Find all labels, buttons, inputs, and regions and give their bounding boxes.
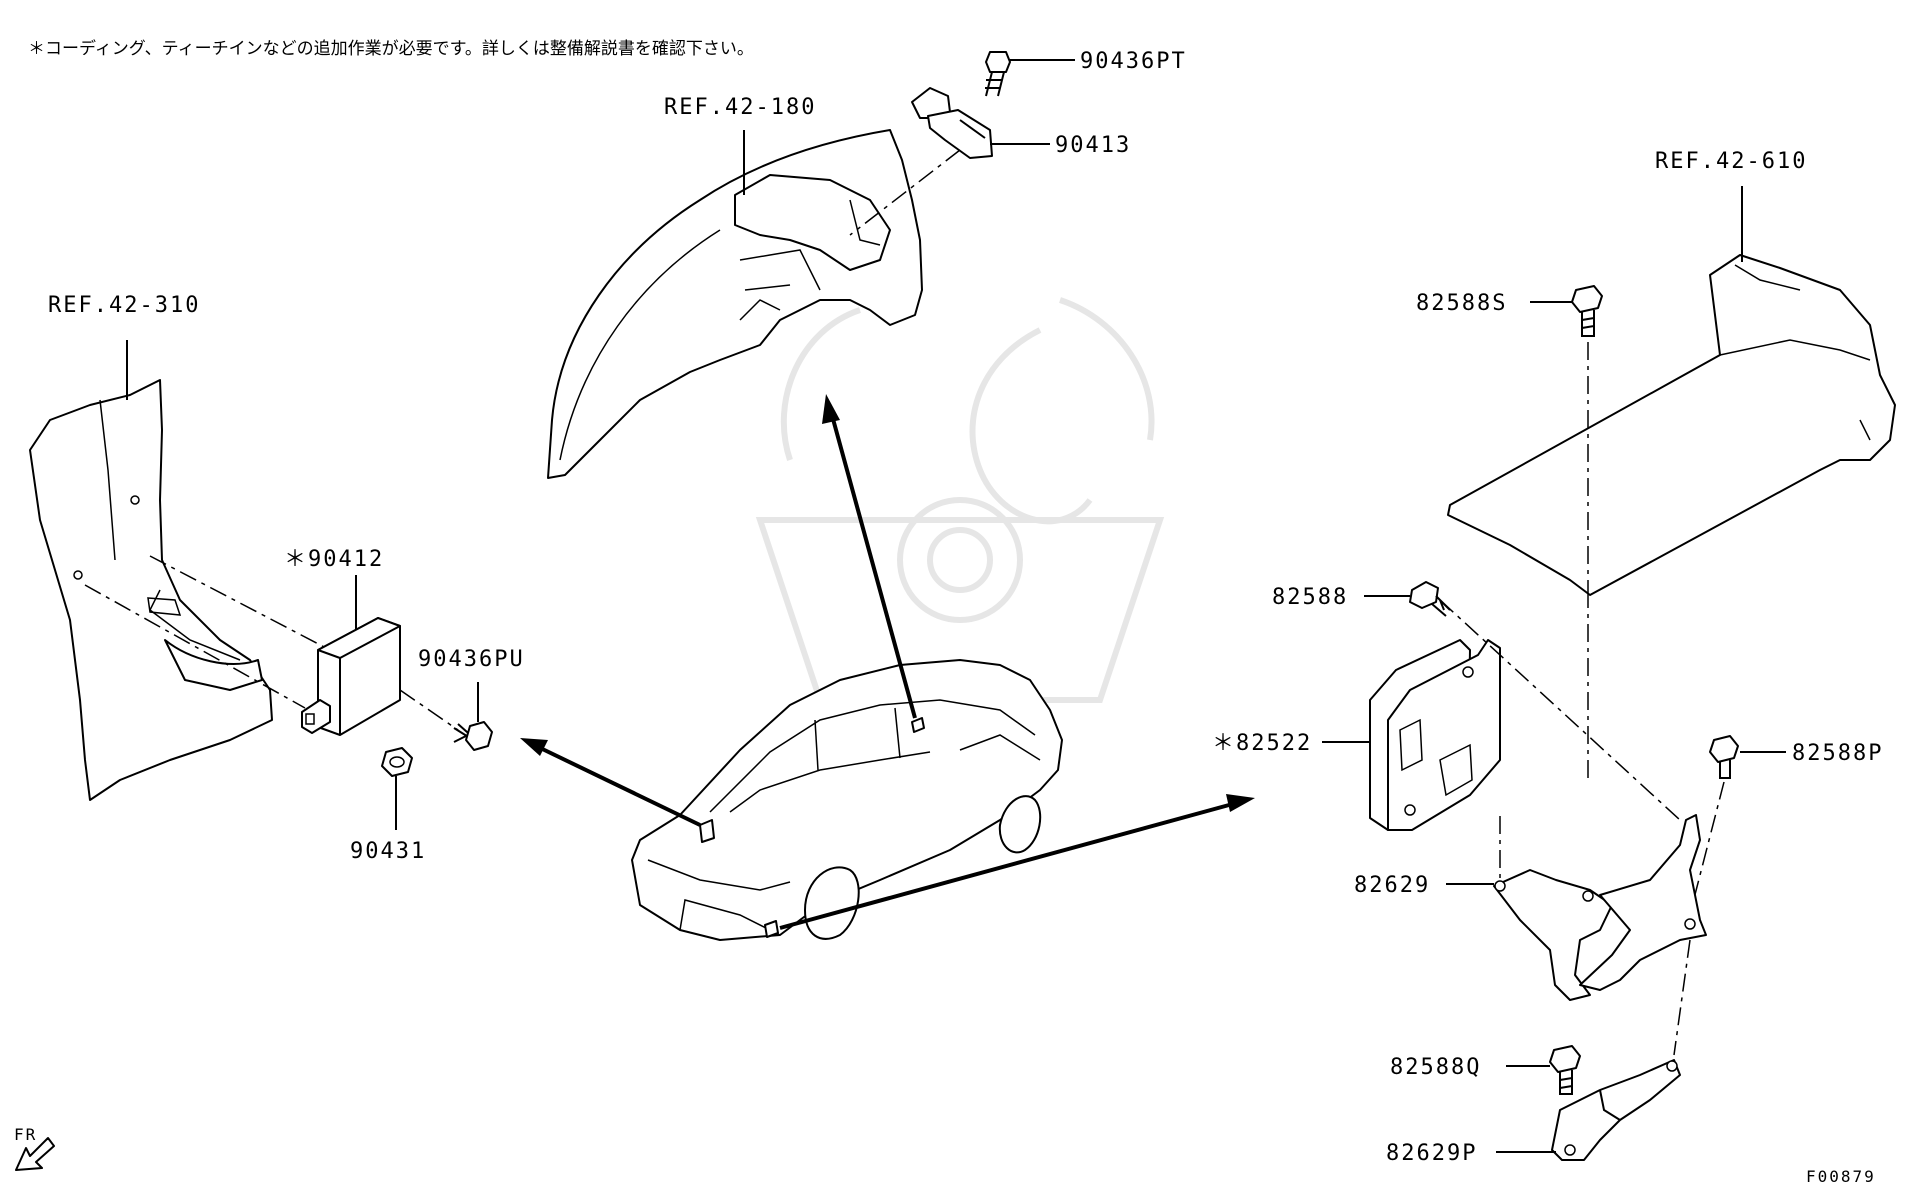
dashline-82588: [1439, 599, 1681, 821]
arrow-to-right-module: [779, 794, 1255, 930]
dashline-panel-lower: [84, 584, 306, 709]
side-panel: [29, 379, 273, 801]
ref-42-610-label: REF.42-610: [1655, 149, 1807, 174]
module-90412: [301, 617, 401, 736]
floor-cover-panel: [1447, 254, 1896, 596]
bolt-90436PT: [985, 51, 1011, 97]
direction-label: FR: [14, 1125, 37, 1144]
dashline-bracket-to-82629P: [1673, 939, 1691, 1056]
vehicle-outline: [631, 659, 1063, 941]
part-82522-label: ＊82522: [1212, 731, 1312, 756]
part-82629-label: 82629: [1354, 873, 1430, 898]
part-90412-label: ＊90412: [284, 547, 384, 572]
bracket-82629P: [1551, 1059, 1681, 1161]
arrow-to-wheelhouse: [822, 394, 917, 719]
part-82588Q-label: 82588Q: [1390, 1055, 1481, 1080]
wheelhouse-liner-assembly: [547, 129, 923, 479]
bolt-82588P: [1709, 735, 1739, 779]
ref-42-180-label: REF.42-180: [664, 95, 816, 120]
watermark-emblem: [755, 297, 1165, 703]
part-90431-label: 90431: [350, 839, 426, 864]
header-note: ＊コーディング、ティーチインなどの追加作業が必要です。詳しくは整備解説書を確認下…: [28, 38, 754, 59]
wheelhouse-liner: [547, 129, 923, 479]
ref-42-310-label: REF.42-310: [48, 293, 200, 318]
dashline-90413: [849, 149, 961, 236]
vehicle-module-location-left: [699, 819, 715, 843]
bolt-82588S: [1571, 285, 1603, 337]
part-82588P-label: 82588P: [1792, 741, 1883, 766]
bolt-82588Q: [1549, 1045, 1581, 1095]
sensor-90413: [911, 87, 993, 159]
dashline-82588P: [1689, 781, 1725, 915]
dash-side-panel: [29, 379, 273, 801]
dashline-90436PU: [399, 689, 459, 731]
bolt-90436PU: [453, 721, 493, 751]
figure-code: F00879: [1806, 1167, 1876, 1186]
bracket-82629: [1493, 814, 1707, 1001]
module-82522: [1369, 639, 1501, 831]
vehicle-module-location-front: [764, 920, 779, 938]
bolt-82588: [1409, 581, 1451, 617]
floor-cover: [1447, 254, 1896, 596]
vehicle-sensor-location: [911, 717, 925, 733]
part-90413-label: 90413: [1055, 133, 1131, 158]
nut-90431: [381, 747, 413, 777]
arrow-to-left-module: [520, 738, 701, 827]
liner-upper-flange: [734, 174, 891, 271]
part-90436PT-label: 90436PT: [1080, 49, 1187, 74]
part-90436PU-label: 90436PU: [418, 647, 525, 672]
part-82588-label: 82588: [1272, 585, 1348, 610]
part-82588S-label: 82588S: [1416, 291, 1507, 316]
front-direction-arrow-icon: [15, 1137, 55, 1171]
part-82629P-label: 82629P: [1386, 1141, 1477, 1166]
